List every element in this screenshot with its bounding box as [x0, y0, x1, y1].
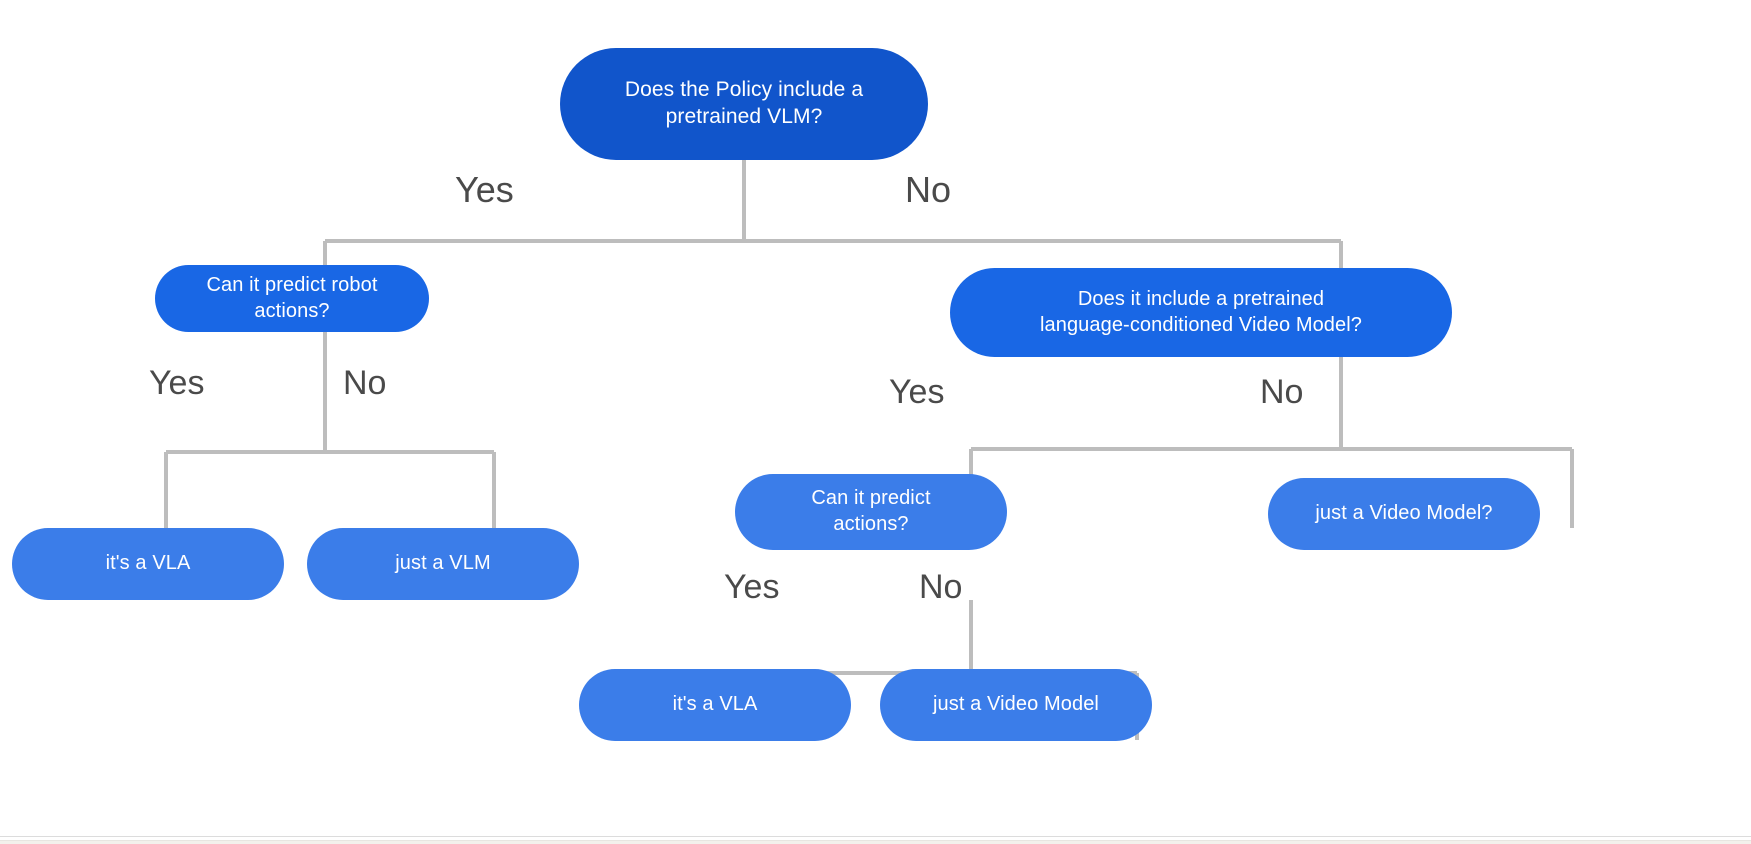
- node-root-policy-vlm[interactable]: Does the Policy include a pretrained VLM…: [560, 48, 928, 160]
- edge-label-left-yes: Yes: [149, 364, 205, 402]
- edge-label-root-no: No: [905, 169, 952, 210]
- edge-label-left-no: No: [343, 364, 387, 402]
- node-leaf-its-a-vla-left[interactable]: it's a VLA: [12, 528, 284, 600]
- node-can-predict-robot-actions[interactable]: Can it predict robot actions?: [155, 265, 429, 332]
- node-leaf-just-a-video-model[interactable]: just a Video Model: [880, 669, 1152, 741]
- edge-label-root-yes: Yes: [455, 169, 514, 210]
- node-leaf-its-a-vla-bottom[interactable]: it's a VLA: [579, 669, 851, 741]
- panel-divider: [0, 836, 1751, 837]
- edge-label-mid-no: No: [919, 568, 963, 606]
- node-leaf-just-a-video-model-question[interactable]: just a Video Model?: [1268, 478, 1540, 550]
- edge-label-right-yes: Yes: [889, 373, 945, 411]
- edge-label-right-no: No: [1260, 373, 1304, 411]
- edge-label-mid-yes: Yes: [724, 568, 780, 606]
- node-pretrained-language-conditioned-video-model[interactable]: Does it include a pretrained language-co…: [950, 268, 1452, 357]
- node-can-predict-actions[interactable]: Can it predict actions?: [735, 474, 1007, 550]
- panel-bottom-edge: [0, 841, 1751, 844]
- panel-divider-secondary: [0, 840, 1751, 841]
- node-leaf-just-a-vlm[interactable]: just a VLM: [307, 528, 579, 600]
